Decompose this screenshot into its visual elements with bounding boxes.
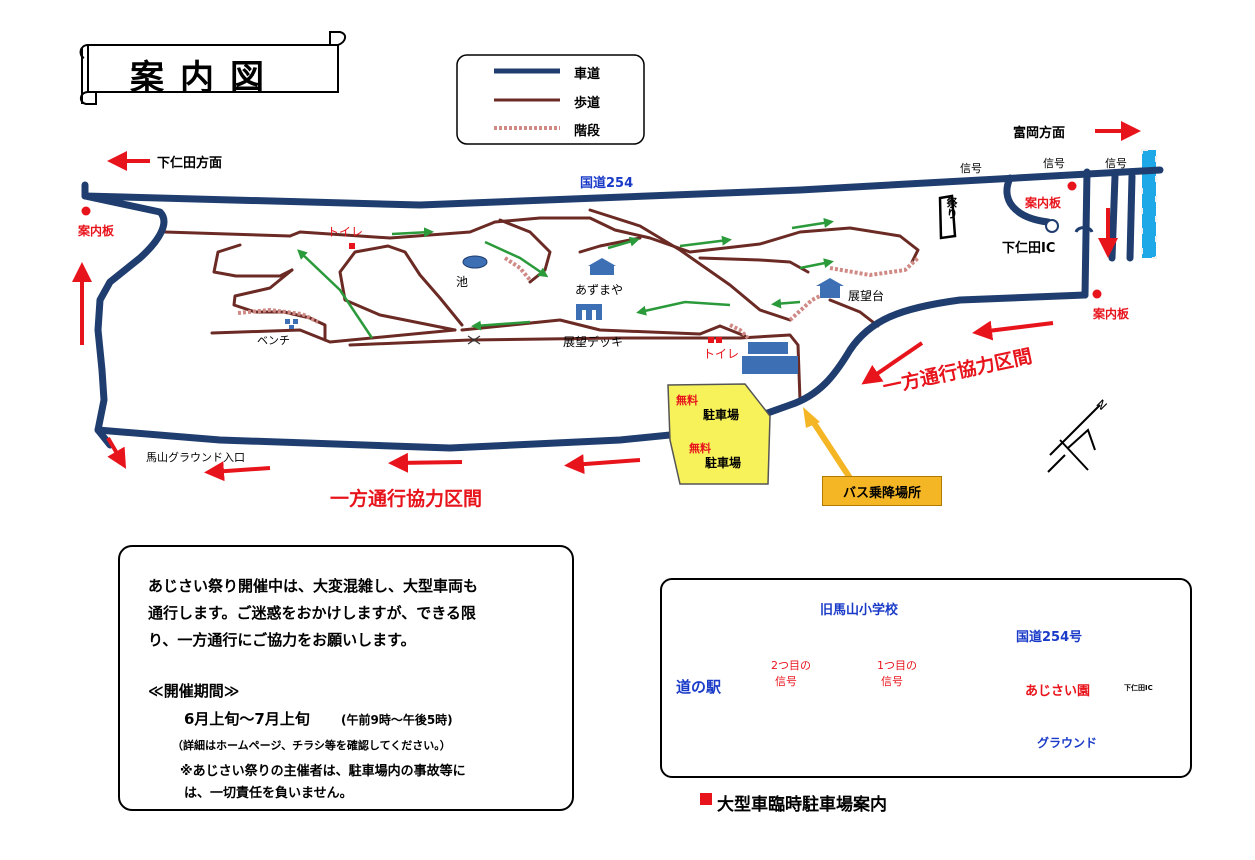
compass-icon [1047, 404, 1101, 473]
notice-line-3: り、一方通行にご協力をお願いします。 [148, 631, 416, 649]
period-hours: (午前9時～午後5時) [341, 713, 453, 727]
observatory-label: 展望台 [848, 289, 885, 303]
info-board-label-1: 案内板 [78, 224, 115, 238]
facilities [285, 243, 844, 374]
toilet-label-2: トイレ [703, 347, 740, 361]
arrow-exit [106, 436, 127, 469]
red-arrows [72, 121, 1141, 482]
inset-signal1-line-1: 1つ目の [877, 659, 917, 672]
bus-stop-label: バス乗降場所 [822, 476, 942, 506]
azumaya-icon [588, 258, 616, 266]
inset-michinoeki-label: 道の駅 [676, 678, 722, 696]
legend-label-path: 歩道 [574, 96, 601, 111]
legend-box [456, 54, 645, 145]
disclaimer-line-2: は、一切責任を負いません。 [184, 786, 353, 801]
info-board-dot-1 [81, 206, 91, 216]
arrow-oneway-5 [204, 461, 271, 482]
disclaimer-line-1: ※あじさい祭りの主催者は、駐車場内の事故等に [180, 764, 466, 779]
deck-label: 展望デッキ [563, 335, 624, 349]
bench-icon [285, 319, 290, 324]
inset-signal2-line-2: 信号 [775, 675, 797, 688]
notice-line-1: あじさい祭り開催中は、大変混雑し、大型車両も [148, 577, 479, 595]
direction-tomioka: 富岡方面 [1013, 126, 1066, 141]
inset-ic-label: 下仁田IC [1124, 684, 1153, 692]
observatory-icon [816, 278, 844, 286]
arrow-oneway-2 [861, 341, 924, 385]
river [1142, 150, 1156, 258]
building-icon [748, 342, 788, 354]
free-label-1: 無料 [676, 394, 698, 407]
info-board-label-3: 案内板 [1093, 307, 1130, 321]
parking-label-1: 駐車場 [703, 408, 740, 422]
inset-signal1-line-2: 信号 [881, 675, 903, 688]
tunnel-icon [1074, 226, 1094, 233]
signal-label-3: 信号 [1105, 157, 1127, 170]
arrow-oneway-1 [972, 320, 1054, 341]
title-scroll [79, 31, 346, 105]
ground-entrance-label: 馬山グラウンド入口 [146, 451, 245, 464]
bus-arrow [809, 418, 853, 480]
notice-box: あじさい祭り開催中は、大変混雑し、大型車両も 通行します。ご迷惑をおかけしますが… [118, 545, 574, 811]
pond-icon [462, 255, 488, 269]
inset-signal2-line-1: 2つ目の [771, 659, 811, 672]
info-board-dot-3 [1092, 289, 1102, 299]
parking-label-2: 駐車場 [705, 456, 742, 470]
period-dates: 6月上旬～7月上旬 [184, 710, 310, 728]
azumaya-label: あずまや [575, 283, 624, 297]
inset-school-label: 旧馬山小学校 [820, 603, 899, 618]
toilet-marker-1 [349, 243, 355, 249]
inset-route-label: 国道254号 [1016, 630, 1083, 645]
pond-label: 池 [456, 275, 469, 289]
green-arrows [297, 217, 834, 339]
inset-caption: 大型車臨時駐車場案内 [717, 795, 887, 815]
ic-label: 下仁田IC [1002, 241, 1056, 256]
direction-shimonida: 下仁田方面 [157, 156, 223, 171]
notice-line-2: 通行します。ご迷惑をおかけしますが、できる限 [148, 604, 476, 622]
bench-label: ベンチ [257, 334, 290, 347]
toilet-label-1: トイレ [327, 225, 364, 239]
one-way-label-2: 一方通行協力区間 [330, 488, 483, 510]
period-details: （詳細はホームページ、チラシ等を確認してください。） [172, 739, 451, 752]
page-title: 案内図 [130, 58, 280, 98]
legend-label-stairs: 階段 [574, 124, 601, 139]
inset-ajisaien-label: あじさい園 [1025, 684, 1091, 699]
period-header: ≪開催期間≫ [148, 682, 240, 700]
signal-label-2: 信号 [1043, 157, 1065, 170]
walking-paths [163, 208, 920, 402]
toilet-marker-2 [708, 337, 714, 343]
matsuri-road-marker [938, 194, 957, 240]
info-board-dot-2 [1067, 181, 1077, 191]
arrow-oneway-4 [388, 452, 463, 473]
matsuri-label: 祭り [945, 197, 958, 219]
legend-label-road: 車道 [574, 67, 601, 82]
parking-lot [667, 383, 771, 485]
route-label: 国道254 [580, 176, 634, 191]
inset-map-box [660, 578, 1192, 778]
ic-marker [1045, 219, 1059, 233]
info-board-label-2: 案内板 [1025, 196, 1062, 210]
inset-ground-label: グラウンド [1037, 736, 1098, 750]
deck-icon [576, 304, 602, 310]
signal-label-1: 信号 [960, 162, 982, 175]
arrow-oneway-3 [564, 454, 641, 475]
free-label-2: 無料 [689, 442, 711, 455]
